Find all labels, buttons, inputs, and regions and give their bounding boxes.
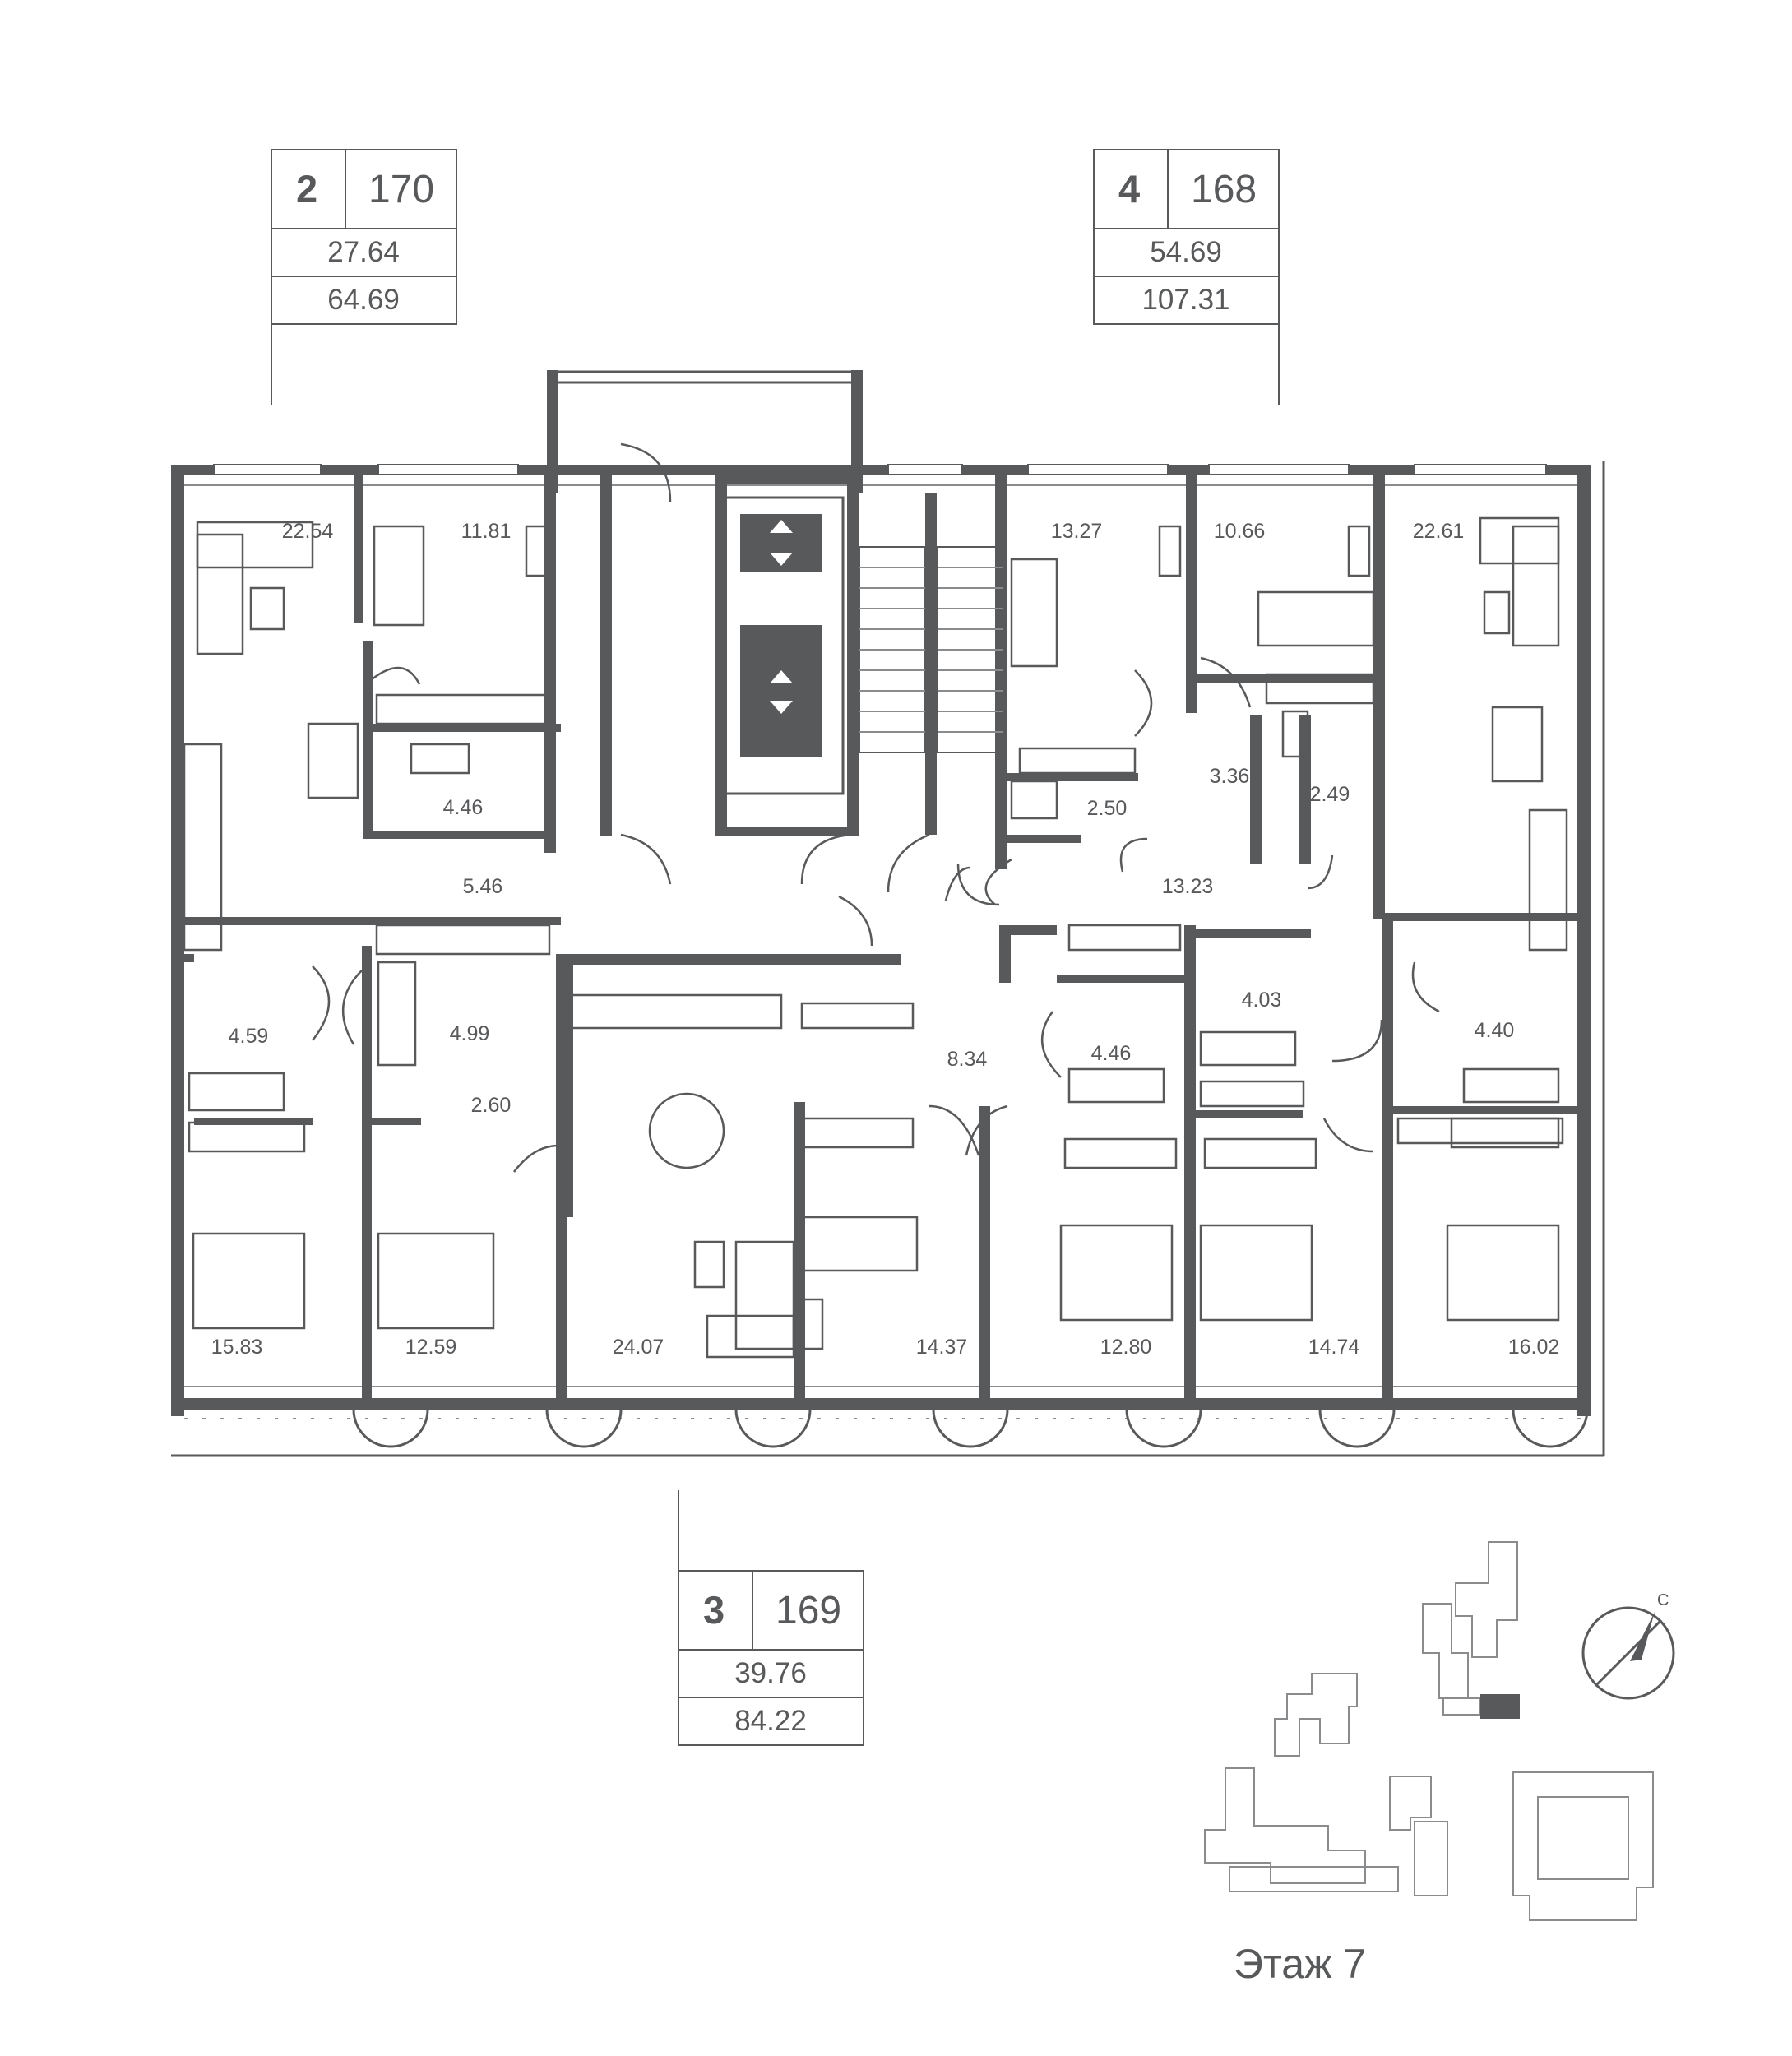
total-area: 107.31 [1141,284,1229,316]
windows-top [213,464,1547,475]
room-area: 4.99 [450,1022,490,1045]
apartment-card-168[interactable]: 4 168 54.69 107.31 [1093,149,1280,405]
apartment-number: 169 [776,1589,841,1632]
room-area: 24.07 [613,1336,664,1359]
furniture [183,516,1568,1359]
room-area: 2.60 [471,1094,512,1117]
bay-windows-bottom [352,1409,1589,1448]
room-area: 13.23 [1162,875,1214,898]
living-area: 54.69 [1150,236,1222,268]
floor-label: Этаж 7 [1234,1941,1366,1987]
living-area: 39.76 [734,1657,807,1689]
apartment-card-170[interactable]: 2 170 27.64 64.69 [271,149,457,405]
room-areas: 22.54 11.81 4.46 5.46 4.59 4.99 2.60 15.… [211,520,1560,1359]
room-area: 14.37 [916,1336,968,1359]
room-area: 3.36 [1210,765,1250,788]
apartment-number: 168 [1191,168,1257,211]
room-area: 16.02 [1508,1336,1560,1359]
room-area: 22.54 [282,520,334,543]
room-area: 2.50 [1087,797,1128,820]
room-area: 8.34 [947,1048,988,1071]
total-area: 64.69 [327,284,400,316]
total-area: 84.22 [734,1705,807,1737]
room-area: 2.49 [1310,783,1350,806]
room-count: 2 [296,167,317,211]
room-area: 4.03 [1242,989,1282,1012]
room-area: 5.46 [463,875,503,898]
compass: С [1581,1591,1675,1700]
living-area: 27.64 [327,236,400,268]
room-area: 10.66 [1214,520,1266,543]
room-area: 13.27 [1051,520,1103,543]
compass-north-label: С [1657,1591,1669,1609]
room-area: 4.40 [1475,1019,1515,1042]
room-area: 22.61 [1413,520,1465,543]
apartment-card-169[interactable]: 3 169 39.76 84.22 [678,1490,864,1746]
staircase [859,546,1004,753]
room-area: 12.80 [1100,1336,1152,1359]
room-area: 4.46 [1091,1042,1132,1065]
room-count: 4 [1118,167,1140,211]
apartment-number: 170 [368,168,434,211]
room-area: 15.83 [211,1336,263,1359]
room-area: 4.59 [229,1025,269,1048]
room-area: 4.46 [443,796,484,819]
doors [312,442,1440,1173]
interior-walls [184,475,1577,1406]
room-area: 14.74 [1308,1336,1360,1359]
site-key-plan: Этаж 7 [1204,1541,1654,1987]
room-area: 11.81 [461,520,512,543]
room-count: 3 [703,1588,725,1632]
elevator-shaft [718,496,845,795]
room-area: 12.59 [405,1336,457,1359]
